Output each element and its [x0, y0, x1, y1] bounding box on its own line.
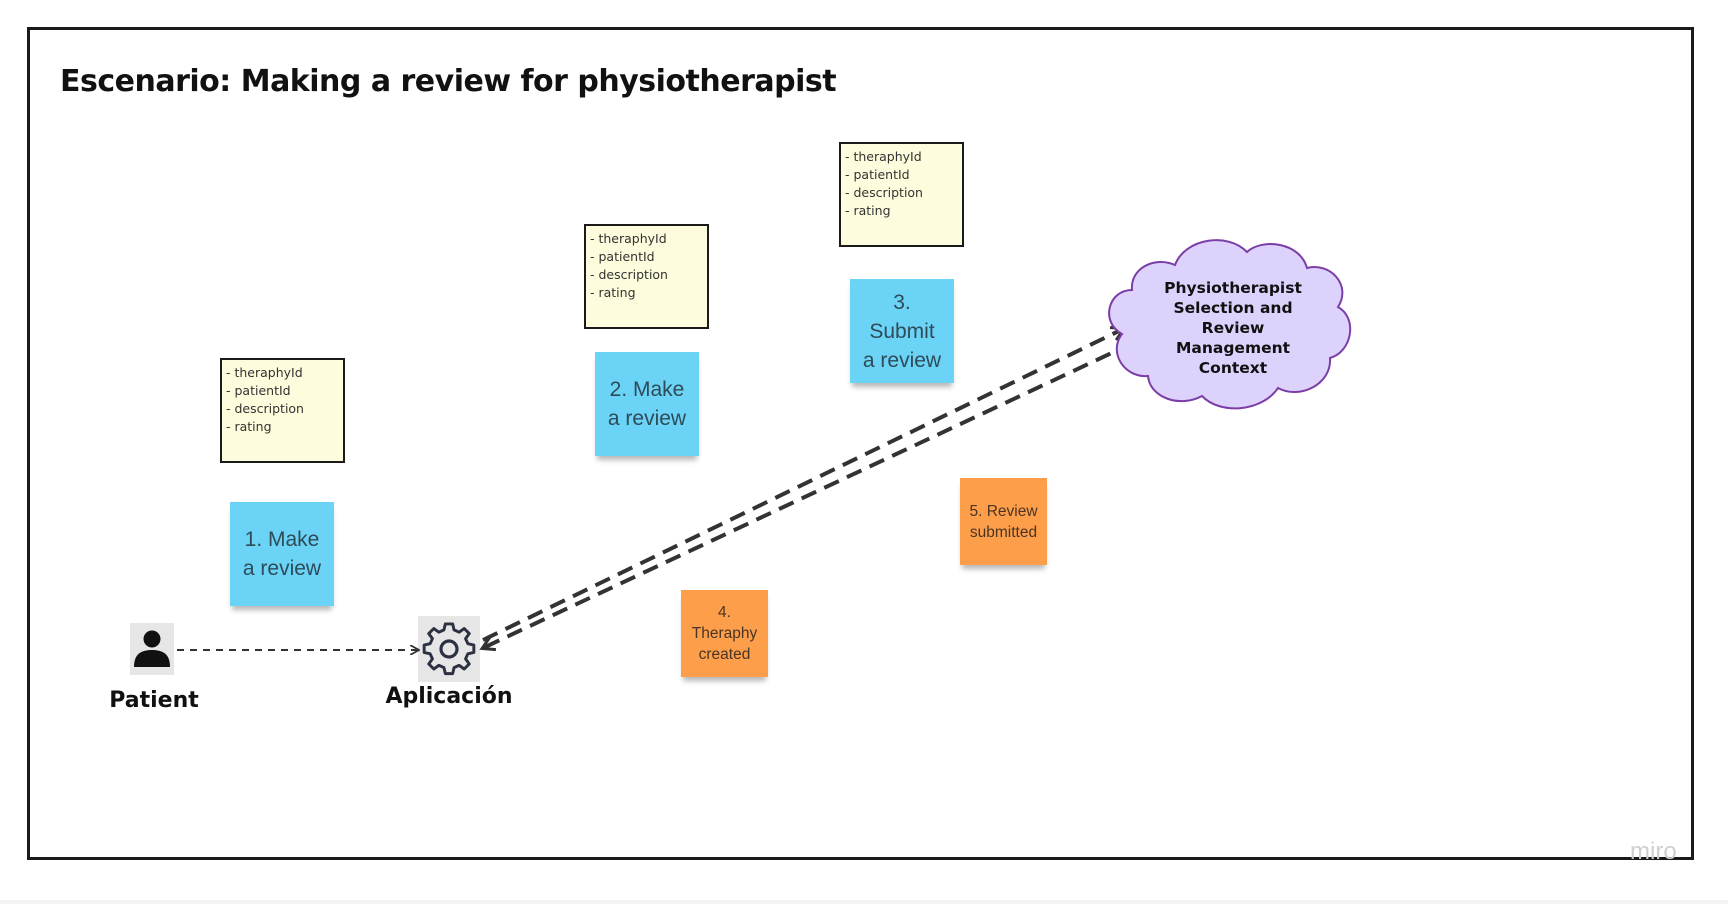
- app-to-context-connector: [482, 329, 1123, 642]
- note-line: - description: [226, 401, 304, 416]
- gear-icon: [422, 622, 476, 676]
- app-label: Aplicación: [385, 684, 513, 709]
- patient-label: Patient: [109, 688, 199, 713]
- sticky-make-review-2[interactable]: 2. Make a review: [595, 352, 699, 456]
- bottom-strip: [0, 900, 1728, 904]
- person-icon: [134, 630, 170, 667]
- patient-actor[interactable]: [130, 623, 174, 675]
- app-actor[interactable]: [418, 616, 480, 682]
- note-line: - patientId: [845, 167, 910, 182]
- sticky-theraphy-created[interactable]: 4. Theraphy created: [681, 590, 768, 677]
- attribute-note-3[interactable]: - theraphyId - patientId - description -…: [839, 142, 964, 247]
- sticky-review-submitted[interactable]: 5. Review submitted: [960, 478, 1047, 565]
- note-line: - description: [590, 267, 668, 282]
- note-line: - rating: [226, 419, 272, 434]
- sticky-text: 5. Review submitted: [969, 502, 1038, 541]
- bounded-context-label: Physiotherapist Selection and Review Man…: [1164, 279, 1302, 377]
- note-line: - rating: [590, 285, 636, 300]
- attribute-note-2[interactable]: - theraphyId - patientId - description -…: [584, 224, 709, 329]
- miro-watermark: miro: [1630, 838, 1677, 865]
- diagram-title: Escenario: Making a review for physiothe…: [60, 64, 837, 99]
- sticky-text: 1. Make a review: [242, 528, 322, 580]
- bounded-context-cloud[interactable]: [1108, 239, 1352, 410]
- sticky-text: 3. Submit a review: [862, 290, 942, 372]
- note-line: - theraphyId: [590, 231, 667, 246]
- attribute-note-1[interactable]: - theraphyId - patientId - description -…: [220, 358, 345, 463]
- sticky-submit-review[interactable]: 3. Submit a review: [850, 279, 954, 383]
- sticky-text: 4. Theraphy created: [691, 604, 758, 663]
- note-line: - patientId: [590, 249, 655, 264]
- note-line: - theraphyId: [226, 365, 303, 380]
- note-line: - description: [845, 185, 923, 200]
- sticky-make-review-1[interactable]: 1. Make a review: [230, 502, 334, 606]
- note-line: - patientId: [226, 383, 291, 398]
- note-line: - theraphyId: [845, 149, 922, 164]
- sticky-text: 2. Make a review: [607, 378, 687, 430]
- note-line: - rating: [845, 203, 891, 218]
- context-to-app-connector: [483, 341, 1134, 648]
